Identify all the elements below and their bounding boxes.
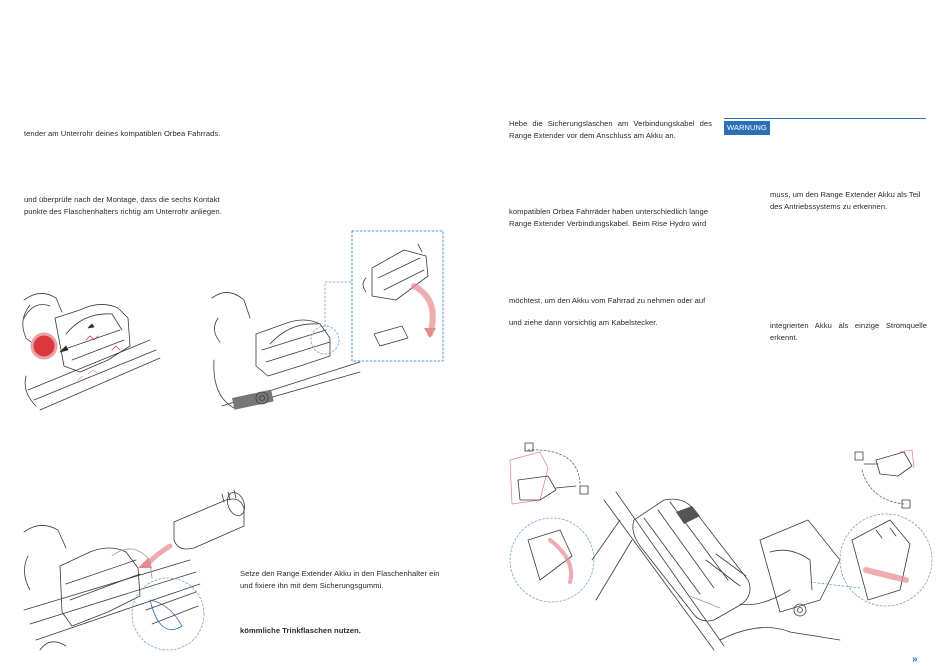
left-paragraph-3-line-1: Setze den Range Extender Akku in den Fla… [240, 569, 440, 578]
left-paragraph-1: tender am Unterrohr deines kompatiblen O… [24, 129, 221, 138]
right-paragraph-1-line-2: des Antriebssystems zu erkennen. [770, 202, 888, 211]
mid-paragraph-1-line-2: Range Extender vor dem Anschluss am Akku… [509, 131, 676, 140]
left-paragraph-2-line-1: und überprüfe nach der Montage, dass die… [24, 195, 220, 204]
lock-closed-icon [579, 485, 589, 495]
mid-paragraph-4: und ziehe dann vorsichtig am Kabelstecke… [509, 318, 658, 327]
next-page-icon[interactable]: » [912, 654, 918, 665]
right-paragraph-2-line-1: integrierten Akku als einzige Stromquell… [770, 321, 927, 330]
mid-paragraph-2-line-1: kompatiblen Orbea Fahrräder haben unters… [509, 207, 709, 216]
figure-battery-insert [23, 489, 245, 651]
figure-range-extender-mounted [603, 491, 861, 651]
warning-badge: WARNUNG [724, 121, 770, 135]
figure-connector-lock [839, 449, 933, 607]
stop-icon [30, 332, 58, 360]
right-paragraph-1-line-1: muss, um den Range Extender Akku als Tei… [770, 190, 921, 199]
lock-closed-icon-2 [854, 451, 864, 461]
mid-paragraph-3: möchtest, um den Akku vom Fahrrad zu neh… [509, 296, 706, 305]
figure-bottle-cage-mount [22, 293, 161, 411]
left-paragraph-4: kömmliche Trinkflaschen nutzen. [240, 626, 361, 635]
figure-cage-detail [211, 230, 444, 410]
mid-paragraph-1-line-1: Hebe die Sicherungslaschen am Verbindung… [509, 119, 712, 128]
lock-open-icon [524, 442, 534, 452]
left-paragraph-3-line-2: und fixiere ihn mit dem Sicherungsgummi. [240, 581, 384, 590]
left-paragraph-2-line-2: punkte des Flaschenhalters richtig am Un… [24, 207, 222, 216]
right-paragraph-2-line-2: erkennt. [770, 333, 798, 342]
lock-open-icon-2 [901, 499, 911, 509]
mid-paragraph-2-line-2: Range Extender Verbindungskabel. Beim Ri… [509, 219, 707, 228]
figure-connector-unlock [509, 442, 633, 603]
warning-rule [724, 118, 926, 119]
